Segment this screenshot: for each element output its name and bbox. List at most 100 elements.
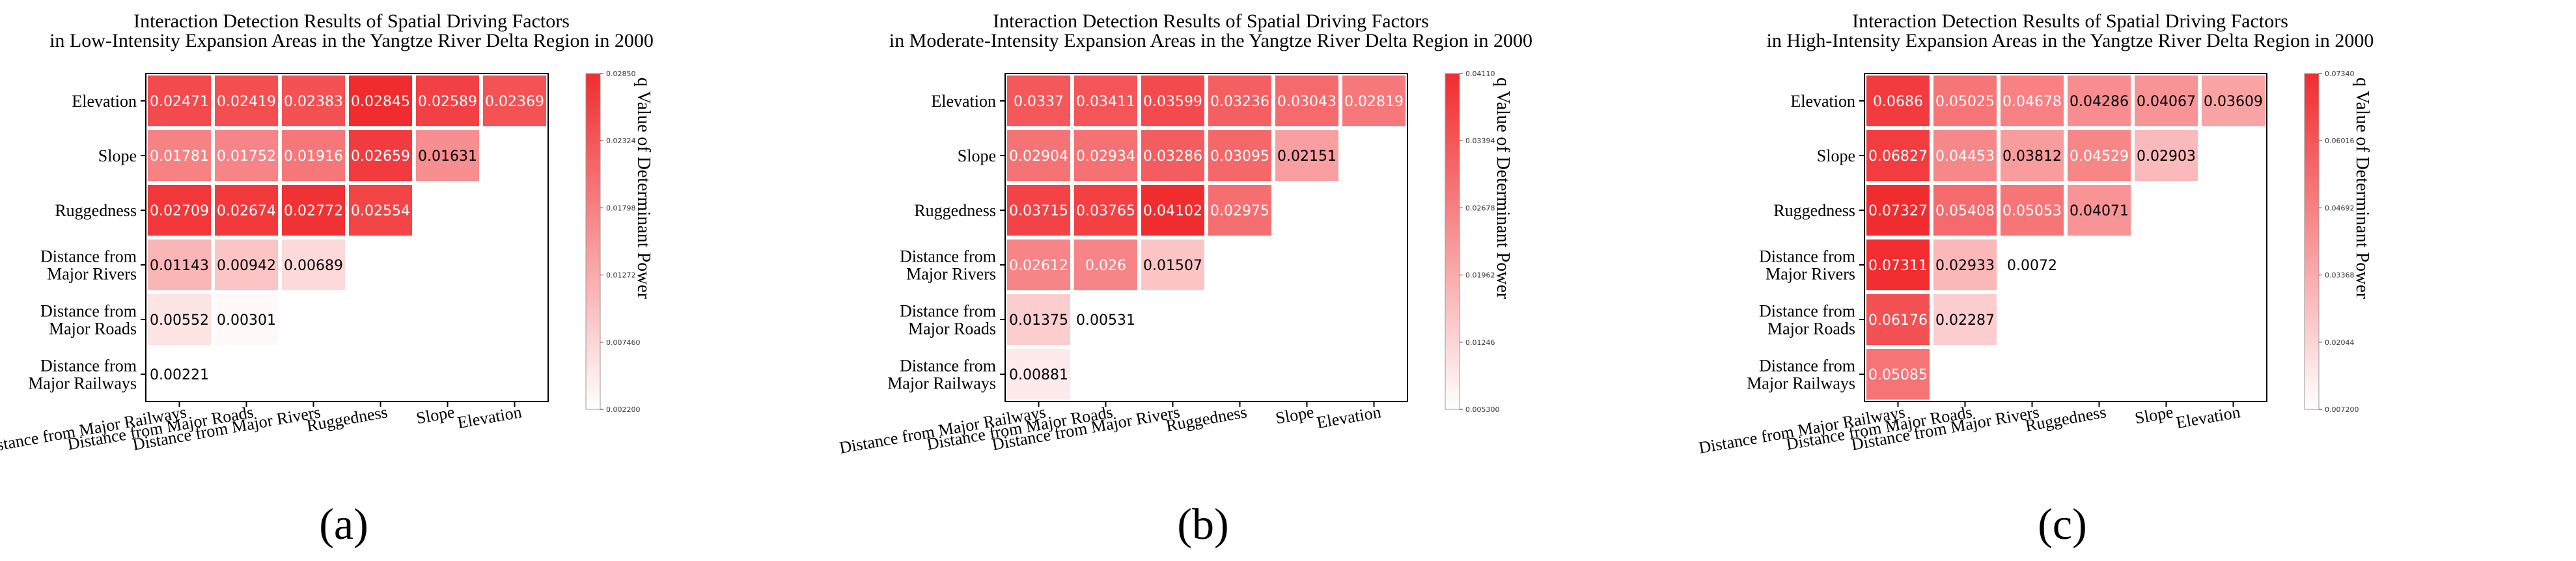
heatmap-cell xyxy=(1206,74,1273,128)
heatmap-cell xyxy=(213,128,280,183)
row-label: Major Railways xyxy=(1747,374,1855,393)
cell-value-label: 0.00301 xyxy=(217,312,276,329)
heatmap-cell xyxy=(2133,128,2200,183)
row-label: Distance from xyxy=(40,247,137,266)
cell-value-label: 0.03765 xyxy=(1076,203,1135,219)
heatmap-cell xyxy=(1005,183,1072,238)
heatmap-cell xyxy=(213,292,280,347)
cell-value-label: 0.02674 xyxy=(217,203,276,219)
column-label: Elevation xyxy=(456,402,523,432)
colorbar-tick-label: 0.02044 xyxy=(2325,338,2355,347)
heatmap-cell xyxy=(1005,128,1072,183)
heatmap-cell xyxy=(1932,74,1999,128)
colorbar-tick-label: 0.007200 xyxy=(2325,405,2359,414)
column-label: Slope xyxy=(415,402,456,428)
cell-value-label: 0.02471 xyxy=(150,94,209,110)
cell-value-label: 0.03286 xyxy=(1143,148,1202,165)
column-label: Elevation xyxy=(1315,402,1382,432)
row-label: Elevation xyxy=(931,92,996,111)
cell-value-label: 0.01507 xyxy=(1143,258,1202,274)
panel-label: (b) xyxy=(1177,499,1228,549)
chart-title-line: Interaction Detection Results of Spatial… xyxy=(1852,10,2288,32)
cell-value-label: 0.02903 xyxy=(2137,148,2196,165)
cell-value-label: 0.01752 xyxy=(217,148,276,165)
cell-value-label: 0.01375 xyxy=(1009,312,1068,329)
heatmap-cell xyxy=(2066,128,2133,183)
heatmap-cell xyxy=(213,183,280,238)
heatmap-cell xyxy=(1139,183,1206,238)
row-label: Distance from xyxy=(900,357,996,376)
cell-value-label: 0.02151 xyxy=(1277,148,1336,165)
heatmap-cell xyxy=(146,183,213,238)
row-label: Major Railways xyxy=(28,374,137,393)
panel-label: (c) xyxy=(2038,499,2086,549)
cell-value-label: 0.05408 xyxy=(1935,203,1995,219)
cell-value-label: 0.04529 xyxy=(2070,148,2129,165)
cell-value-label: 0.03715 xyxy=(1009,203,1068,219)
heatmap-cell xyxy=(2066,183,2133,238)
row-label: Major Roads xyxy=(49,320,137,338)
heatmap-cell xyxy=(1932,292,1999,347)
heatmap-panel: Interaction Detection Results of Spatial… xyxy=(1697,10,2374,549)
cell-value-label: 0.00942 xyxy=(217,258,276,274)
heatmap-cell xyxy=(280,74,347,128)
cell-value-label: 0.02383 xyxy=(284,94,343,110)
cell-value-label: 0.06176 xyxy=(1868,312,1928,329)
cell-value-label: 0.02845 xyxy=(351,94,410,110)
colorbar-label: q Value of Determinant Power xyxy=(1493,77,1513,299)
heatmap-cell xyxy=(1139,128,1206,183)
cell-value-label: 0.0686 xyxy=(1873,94,1923,110)
colorbar-tick-label: 0.02324 xyxy=(606,137,636,145)
colorbar-tick-label: 0.02850 xyxy=(606,70,636,78)
cell-value-label: 0.03599 xyxy=(1143,94,1202,110)
cell-value-label: 0.03411 xyxy=(1076,94,1135,110)
cell-value-label: 0.00881 xyxy=(1009,367,1068,383)
heatmap-cell xyxy=(414,74,481,128)
plot-frame xyxy=(1864,73,2267,402)
row-label: Major Rivers xyxy=(1766,265,1855,284)
cell-value-label: 0.05053 xyxy=(2002,203,2062,219)
heatmap-cell xyxy=(1072,183,1139,238)
heatmap-cell xyxy=(1206,128,1273,183)
heatmap-panel: Interaction Detection Results of Spatial… xyxy=(0,10,654,549)
cell-value-label: 0.02904 xyxy=(1009,148,1068,165)
heatmap-cell xyxy=(1139,238,1206,292)
row-label: Slope xyxy=(958,146,996,165)
heatmap-cell xyxy=(1005,347,1072,402)
heatmap-cell xyxy=(414,128,481,183)
cell-value-label: 0.02819 xyxy=(1344,94,1404,110)
colorbar-tick-label: 0.01246 xyxy=(1465,338,1495,347)
row-label: Ruggedness xyxy=(55,201,137,220)
heatmap-cell xyxy=(1932,238,1999,292)
heatmap-cell xyxy=(146,292,213,347)
heatmap-cell xyxy=(1864,238,1932,292)
heatmap-cell xyxy=(2200,74,2267,128)
cell-value-label: 0.00221 xyxy=(150,367,209,383)
heatmap-cell xyxy=(146,347,213,402)
heatmap-cell xyxy=(1864,292,1932,347)
colorbar-tick-label: 0.04692 xyxy=(2325,204,2355,212)
row-label: Major Roads xyxy=(1767,320,1855,338)
cell-value-label: 0.07311 xyxy=(1868,258,1928,274)
heatmap-cell xyxy=(1999,238,2066,292)
row-label: Ruggedness xyxy=(1773,201,1855,220)
cell-value-label: 0.04678 xyxy=(2002,94,2062,110)
heatmap-cell xyxy=(1139,74,1206,128)
heatmap-cell xyxy=(347,183,414,238)
row-label: Major Rivers xyxy=(906,265,996,284)
heatmap-cell xyxy=(213,238,280,292)
cell-value-label: 0.01143 xyxy=(150,258,209,274)
cell-value-label: 0.0072 xyxy=(2007,258,2057,274)
chart-title-line: in High-Intensity Expansion Areas in the… xyxy=(1767,30,2374,51)
heatmap-cell xyxy=(1072,128,1139,183)
cell-value-label: 0.00531 xyxy=(1076,312,1135,329)
chart-title-line: Interaction Detection Results of Spatial… xyxy=(993,10,1429,32)
heatmap-cell xyxy=(1005,292,1072,347)
cell-value-label: 0.0337 xyxy=(1014,94,1064,110)
cell-value-label: 0.02709 xyxy=(150,203,209,219)
heatmap-cell xyxy=(1005,238,1072,292)
heatmap-cell xyxy=(2066,74,2133,128)
cell-value-label: 0.01916 xyxy=(284,148,343,165)
heatmap-cell xyxy=(1999,74,2066,128)
